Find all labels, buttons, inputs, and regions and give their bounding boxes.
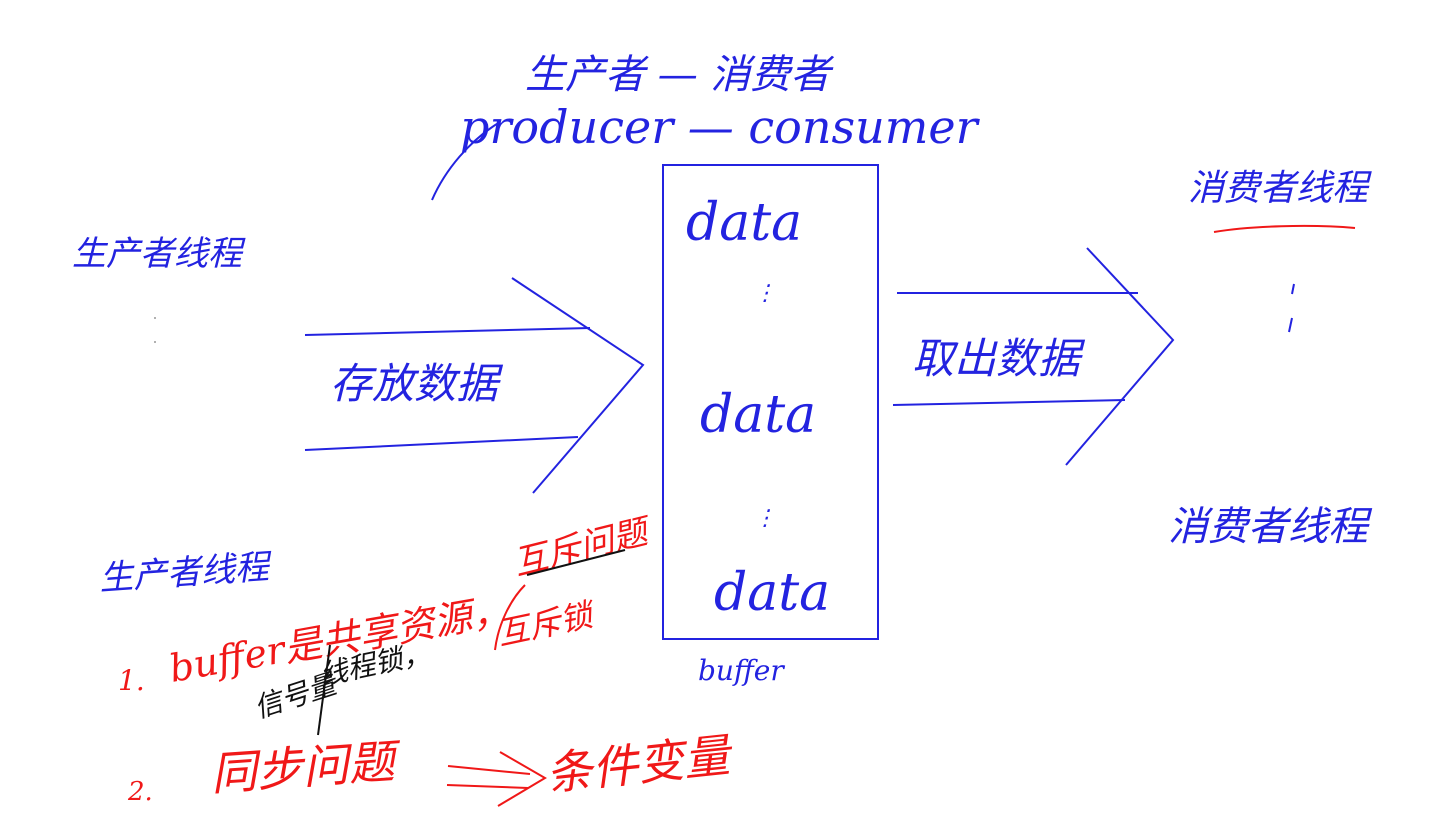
note1-lock-bracket xyxy=(494,584,526,651)
note1-marker: 1. xyxy=(118,664,145,697)
consumer-underline xyxy=(1213,224,1356,233)
title-flourish xyxy=(431,121,501,201)
producer-dots xyxy=(154,317,156,319)
consumer-thread-label-bottom: 消费者线程 xyxy=(1168,504,1373,550)
note1-mutex-problem: 互斥问题 xyxy=(510,511,657,584)
note2-result: 条件变量 xyxy=(544,728,737,801)
buffer-ellipsis-1: ⋮ xyxy=(754,281,776,306)
buffer-ellipsis-2: ⋮ xyxy=(754,506,776,531)
producer-thread-label-top: 生产者线程 xyxy=(72,234,246,274)
title-english: producer — consumer xyxy=(460,100,981,154)
note2-marker: 2. xyxy=(127,777,153,807)
consumer-thread-label-top: 消费者线程 xyxy=(1188,168,1372,209)
note1-mutex-lock: 互斥锁 xyxy=(494,595,600,653)
note1-mutex-underline xyxy=(526,549,626,576)
buffer-item-2: data xyxy=(700,385,816,445)
buffer-box xyxy=(662,164,879,640)
producer-thread-label-bottom: 生产者线程 xyxy=(98,547,274,599)
buffer-item-3: data xyxy=(714,563,830,623)
note2-text: 同步问题 xyxy=(209,734,404,801)
consumer-dots-2 xyxy=(1288,317,1293,333)
buffer-label: buffer xyxy=(698,654,785,687)
store-data-label: 存放数据 xyxy=(330,359,504,408)
take-data-label: 取出数据 xyxy=(912,334,1086,383)
title-chinese: 生产者 — 消费者 xyxy=(525,52,834,98)
note1-divider xyxy=(317,644,331,736)
buffer-item-1: data xyxy=(686,193,802,253)
take-arrow xyxy=(892,247,1175,466)
store-arrow xyxy=(304,277,645,494)
producer-dots-2 xyxy=(154,341,156,343)
consumer-dots xyxy=(1291,283,1295,295)
note2-implies-arrow xyxy=(446,751,547,807)
